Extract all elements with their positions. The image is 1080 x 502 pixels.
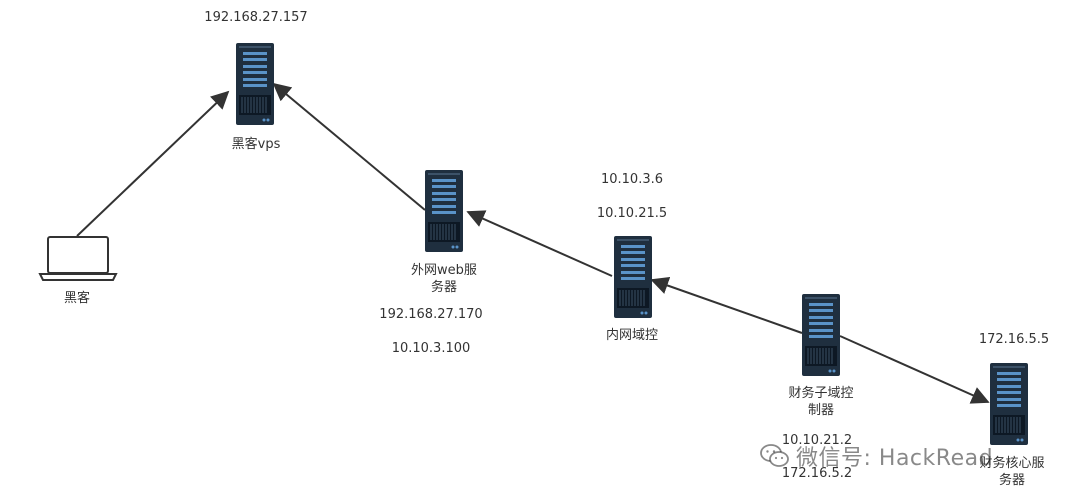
subdc-server-icon (801, 293, 841, 377)
watermark: 微信号: HackRead (760, 440, 993, 472)
wechat-icon (760, 444, 789, 467)
subdc-ip2-label: 172.16.5.2 (781, 466, 853, 481)
watermark-text: 微信号: HackRead (796, 446, 994, 471)
dc-ip1-label: 10.10.3.6 (600, 172, 664, 187)
core-ip-label: 172.16.5.5 (978, 332, 1050, 347)
dc-ip2-label: 10.10.21.5 (596, 206, 668, 221)
laptop-icon (38, 236, 118, 281)
core-label-line2: 务器 (998, 473, 1026, 488)
core-label-line1: 财务核心服 (979, 456, 1045, 471)
line-subdc-to-core (839, 335, 990, 404)
web-ip1-label: 192.168.27.170 (379, 307, 483, 322)
web-label-line2: 务器 (430, 280, 458, 295)
arrow-web-to-vps (272, 82, 426, 211)
web-server-icon (424, 169, 464, 253)
dc-server-icon (613, 235, 653, 319)
arrow-subdc-to-dc (650, 276, 803, 334)
vps-server-icon (235, 42, 275, 126)
vps-label: 黑客vps (231, 137, 281, 152)
vps-ip-label: 192.168.27.157 (204, 10, 308, 25)
web-label-line1: 外网web服 (411, 263, 477, 278)
arrow-hacker-to-vps (76, 90, 230, 237)
arrow-dc-to-web (466, 210, 613, 277)
web-ip2-label: 10.10.3.100 (391, 341, 471, 356)
subdc-label-line2: 制器 (807, 403, 835, 418)
dc-label: 内网域控 (605, 328, 659, 343)
subdc-label-line1: 财务子域控 (788, 386, 854, 401)
subdc-ip1-label: 10.10.21.2 (781, 433, 853, 448)
core-server-icon (989, 362, 1029, 446)
hacker-label: 黑客 (63, 291, 91, 306)
